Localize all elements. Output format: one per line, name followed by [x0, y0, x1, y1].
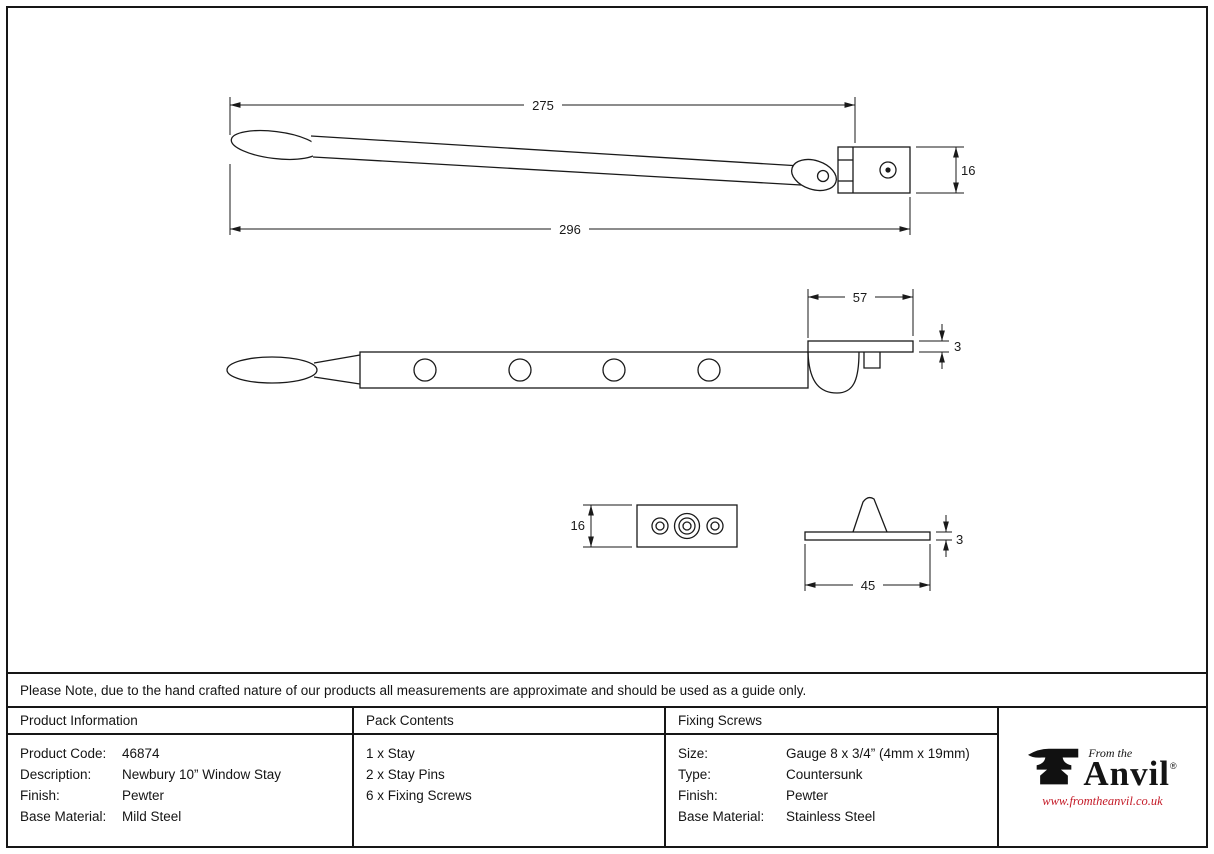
screw-finish-value: Pewter: [786, 788, 829, 803]
dim-16-keep-label: 16: [571, 518, 585, 533]
logo-tagline: From the: [1088, 746, 1133, 761]
info-table: Product Information Product Code: 46874 …: [8, 706, 1206, 846]
fixing-screws-header: Fixing Screws: [666, 708, 997, 735]
product-code-label: Product Code:: [20, 746, 107, 761]
logo-wordmark: Anvil: [1083, 754, 1171, 794]
dim-57-label: 57: [853, 290, 867, 305]
dim-3-plate-label: 3: [954, 339, 961, 354]
dimension-16-bracket: 16: [916, 146, 975, 194]
pack-item: 2 x Stay Pins: [366, 767, 445, 782]
note-text: Please Note, due to the hand crafted nat…: [20, 682, 807, 698]
brand-column: From the Anvil® www.fromtheanvil.co.uk: [999, 708, 1206, 846]
fixing-screws-column: Fixing Screws Size: Gauge 8 x 3/4” (4mm …: [666, 708, 999, 846]
product-code-value: 46874: [122, 746, 160, 761]
table-row: Finish: Pewter: [20, 785, 340, 806]
keep-plate-view: [636, 504, 738, 548]
table-row: Description: Newbury 10” Window Stay: [20, 764, 340, 785]
dimension-296: 296: [229, 164, 911, 237]
screw-size-label: Size:: [678, 746, 709, 761]
dim-16-bracket-label: 16: [961, 163, 975, 178]
technical-drawing: 275 296 16: [226, 97, 975, 593]
dimension-57: 57: [807, 289, 914, 338]
description-value: Newbury 10” Window Stay: [122, 767, 282, 782]
pack-item: 1 x Stay: [366, 746, 415, 761]
product-information-header: Product Information: [8, 708, 352, 735]
stay-plan-view: [226, 340, 914, 394]
table-row: Base Material: Mild Steel: [20, 806, 340, 827]
base-material-value: Mild Steel: [122, 809, 182, 824]
screw-type-label: Type:: [678, 767, 712, 782]
dim-275-label: 275: [532, 98, 554, 113]
pack-contents-header: Pack Contents: [354, 708, 664, 735]
product-information-column: Product Information Product Code: 46874 …: [8, 708, 354, 846]
finish-value: Pewter: [122, 788, 165, 803]
from-the-anvil-logo: From the Anvil® www.fromtheanvil.co.uk: [999, 708, 1206, 846]
stay-side-view: [230, 129, 911, 194]
registered-mark: ®: [1170, 761, 1177, 772]
table-row: Size: Gauge 8 x 3/4” (4mm x 19mm): [678, 743, 985, 764]
description-label: Description:: [20, 767, 92, 782]
logo-url: www.fromtheanvil.co.uk: [1042, 794, 1163, 808]
pack-item: 6 x Fixing Screws: [366, 788, 472, 803]
screw-finish-label: Finish:: [678, 788, 718, 803]
table-row: Finish: Pewter: [678, 785, 985, 806]
measurement-note: Please Note, due to the hand crafted nat…: [8, 672, 1206, 706]
datasheet-frame: 275 296 16: [6, 6, 1208, 848]
screw-base-material-label: Base Material:: [678, 809, 765, 824]
table-row: Product Code: 46874: [20, 743, 340, 764]
table-row: Base Material: Stainless Steel: [678, 806, 985, 827]
stay-pin-view: [804, 496, 931, 541]
dimension-3-pin: 3: [936, 515, 963, 557]
anvil-logo-icon: [1028, 748, 1079, 785]
base-material-label: Base Material:: [20, 809, 107, 824]
pack-contents-column: Pack Contents 1 x Stay 2 x Stay Pins 6 x…: [354, 708, 666, 846]
drawing-area: 275 296 16: [8, 8, 1206, 672]
dimension-275: 275: [229, 97, 856, 143]
screw-base-material-value: Stainless Steel: [786, 809, 876, 824]
dim-3-pin-label: 3: [956, 532, 963, 547]
dimension-3-plate: 3: [919, 324, 961, 369]
dim-296-label: 296: [559, 222, 581, 237]
screw-type-value: Countersunk: [786, 767, 863, 782]
table-row: Type: Countersunk: [678, 764, 985, 785]
dim-45-label: 45: [861, 578, 875, 593]
dimension-16-keep: 16: [571, 504, 632, 548]
screw-size-value: Gauge 8 x 3/4” (4mm x 19mm): [786, 746, 970, 761]
finish-label: Finish:: [20, 788, 60, 803]
dimension-45: 45: [804, 544, 931, 593]
